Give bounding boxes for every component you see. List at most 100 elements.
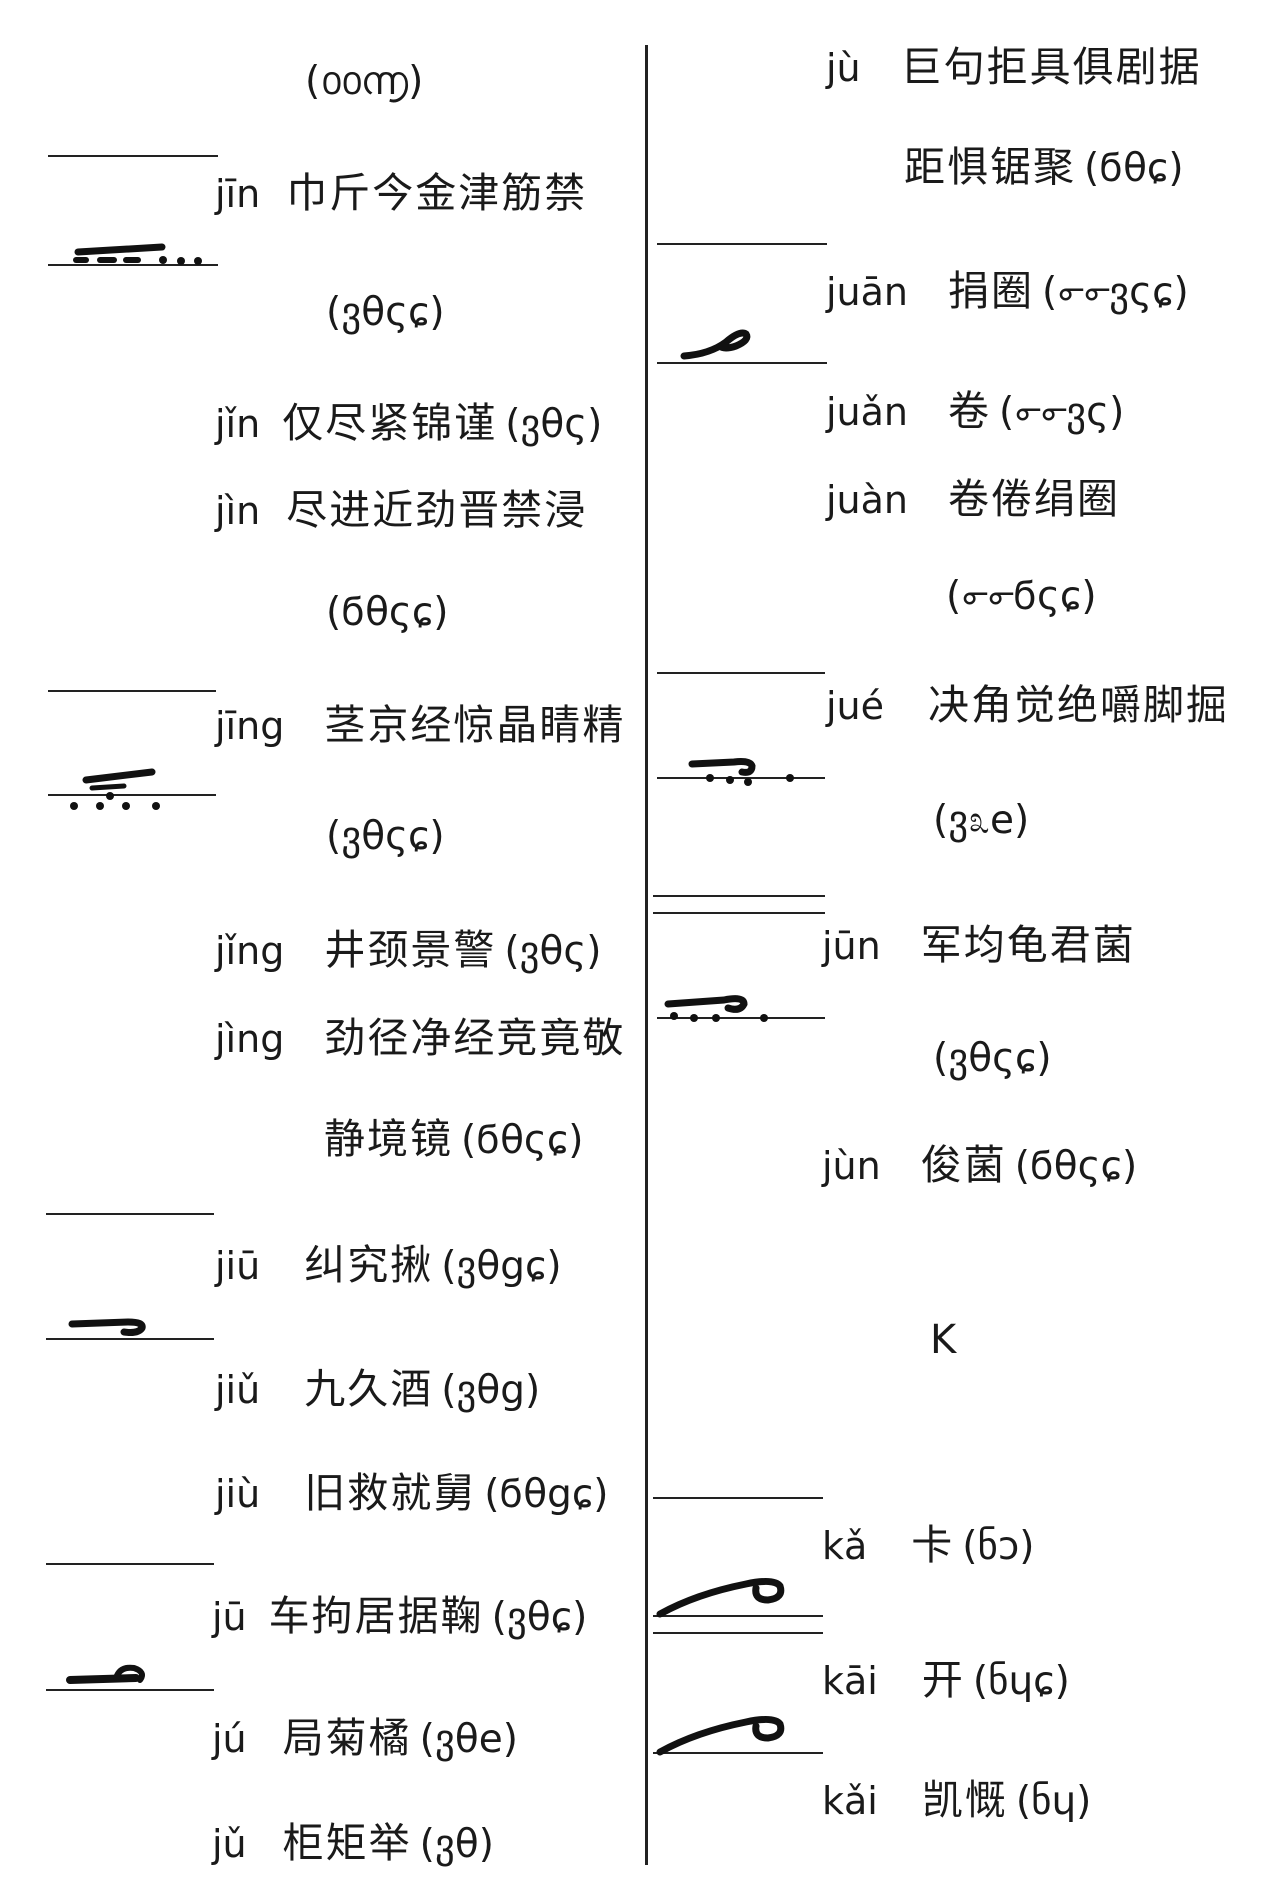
code-jue2: (ვ೩e): [933, 798, 1030, 843]
pinyin: juǎn: [826, 390, 909, 434]
shorthand-stroke-jin: [73, 243, 202, 265]
characters: 局菊橘: [282, 1714, 412, 1762]
pinyin: kāi: [822, 1659, 878, 1703]
code: (ვθe): [419, 1717, 518, 1762]
code: (ვθς): [505, 402, 603, 447]
shorthand-stroke-ka: [656, 1577, 785, 1618]
code: (൳൳ვςɕ): [1042, 270, 1189, 315]
code-jin4: (ϭθςɕ): [326, 590, 449, 635]
code: (ნɥɕ): [972, 1659, 1070, 1704]
entry-jin4: jìn 尽进近劲晋禁浸: [215, 485, 587, 536]
shorthand-stroke-jun: [664, 995, 768, 1022]
pinyin: jiū: [215, 1244, 261, 1288]
shorthand-stroke-juan: [680, 329, 751, 360]
code: (ნɔ): [962, 1524, 1035, 1569]
entry-jin3: jǐn 仅尽紧锦谨(ვθς): [215, 398, 602, 450]
ruler-line-base: [48, 794, 216, 796]
column-divider: [645, 45, 648, 1865]
entry-jue2: jué 决角觉绝嚼脚掘: [826, 680, 1229, 731]
pinyin: juàn: [826, 478, 909, 522]
characters: 距惧锯聚: [904, 143, 1076, 191]
characters: 尽进近劲晋禁浸: [286, 486, 588, 534]
shorthand-stroke-ju: [66, 1664, 145, 1684]
entry-ju1: jū 车拘居据鞠(ვθɕ): [212, 1591, 587, 1643]
ruler-line-top: [48, 155, 218, 157]
entry-jing4: jìng 劲径净经竞竟敬: [215, 1013, 625, 1064]
characters: 纠究揪: [304, 1241, 434, 1289]
pinyin: jīn: [215, 172, 261, 216]
code-jin1: (ვθςɕ): [326, 290, 445, 335]
code: (ϭθցɕ): [484, 1472, 609, 1517]
characters: 九久酒: [304, 1365, 434, 1413]
pinyin: kǎi: [822, 1779, 878, 1823]
entry-ju4-continued: 距惧锯聚(ϭθɕ): [904, 142, 1184, 194]
entry-juan1: juān 捐圈(൳൳ვςɕ): [826, 266, 1189, 318]
shorthand-stroke-jiu: [68, 1318, 146, 1336]
characters: 仅尽紧锦谨: [282, 399, 498, 447]
characters: 巾斤今金津筋禁: [286, 169, 588, 217]
pinyin: jù: [826, 46, 861, 90]
code: (ვθց): [441, 1368, 541, 1413]
pinyin: jū: [212, 1595, 247, 1639]
code: (൳൳ვς): [999, 390, 1125, 435]
ruler-line-top: [46, 1213, 214, 1215]
entry-jin1: jīn 巾斤今金津筋禁: [215, 168, 587, 219]
pinyin: jǐng: [215, 929, 285, 973]
section-letter: K: [930, 1317, 957, 1363]
characters: 开: [921, 1656, 965, 1704]
code-juan4: (൳൳ϭςɕ): [946, 574, 1097, 619]
continued-code: (൦൦൬): [305, 59, 424, 104]
code: (ϭθςɕ): [1014, 1144, 1138, 1189]
characters: 俊菌: [920, 1141, 1007, 1189]
code: (ვθ): [419, 1822, 494, 1867]
pinyin: jú: [212, 1717, 247, 1761]
entry-kai1: kāi 开(ნɥɕ): [822, 1655, 1070, 1707]
pinyin: juān: [826, 270, 909, 314]
pinyin: jùn: [822, 1144, 881, 1188]
characters: 决角觉绝嚼脚掘: [928, 681, 1230, 729]
ruler-line-base: [46, 1338, 214, 1340]
entry-jun1: jūn 军均龟君菌: [822, 920, 1136, 971]
code: (ვθς): [504, 929, 602, 974]
characters: 卡: [911, 1521, 955, 1569]
characters: 柜矩举: [282, 1819, 412, 1867]
entry-ka3: kǎ 卡(ნɔ): [822, 1520, 1035, 1572]
shorthand-stroke-jue: [688, 758, 794, 786]
characters: 军均龟君菌: [920, 921, 1136, 969]
entry-jun4: jùn 俊菌(ϭθςɕ): [822, 1140, 1137, 1192]
entry-ju2: jú 局菊橘(ვθe): [212, 1713, 518, 1765]
characters: 茎京经惊晶睛精: [324, 701, 626, 749]
ruler-line-top: [653, 1497, 823, 1499]
shorthand-stroke-jing: [70, 768, 160, 810]
ruler-line-top: [48, 690, 216, 692]
pinyin: jìng: [215, 1017, 285, 1061]
pinyin: jǐn: [215, 402, 261, 446]
characters: 劲径净经竞竟敬: [324, 1014, 626, 1062]
pinyin: jìn: [215, 489, 261, 533]
characters: 捐圈: [948, 267, 1035, 315]
ruler-line-base: [653, 1752, 823, 1754]
ruler-line-top: [657, 672, 825, 674]
pinyin: jué: [826, 684, 885, 728]
pinyin: jīng: [215, 704, 285, 748]
ruler-line-base-double: [653, 1632, 823, 1634]
characters: 静境镜: [324, 1115, 453, 1163]
characters: 旧救就舅: [304, 1469, 477, 1517]
ruler-line-base: [653, 1615, 823, 1617]
pinyin: kǎ: [822, 1524, 868, 1568]
code: (ϭθɕ): [1084, 146, 1184, 191]
ruler-line-base: [657, 1017, 825, 1019]
pinyin: jūn: [822, 924, 881, 968]
ruler-line-top: [46, 1563, 214, 1565]
code: (ვθɕ): [491, 1595, 588, 1640]
characters: 车拘居据鞠: [268, 1592, 484, 1640]
code: (ნɥ): [1015, 1779, 1092, 1824]
